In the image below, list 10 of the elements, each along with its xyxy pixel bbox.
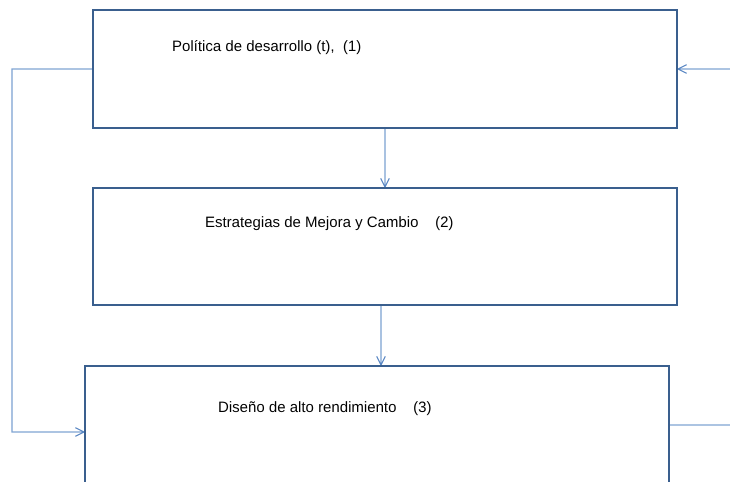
box-label: Estrategias de Mejora y Cambio (2) [205, 214, 454, 231]
process-box [84, 365, 670, 482]
arrow [11, 68, 92, 438]
process-box [92, 187, 678, 306]
box-label: Política de desarrollo (t), (1) [172, 38, 362, 55]
box-label: Diseño de alto rendimiento (3) [218, 399, 432, 416]
arrow [380, 129, 390, 188]
arrow [677, 64, 730, 74]
arrow [376, 306, 386, 366]
process-box [92, 9, 678, 129]
